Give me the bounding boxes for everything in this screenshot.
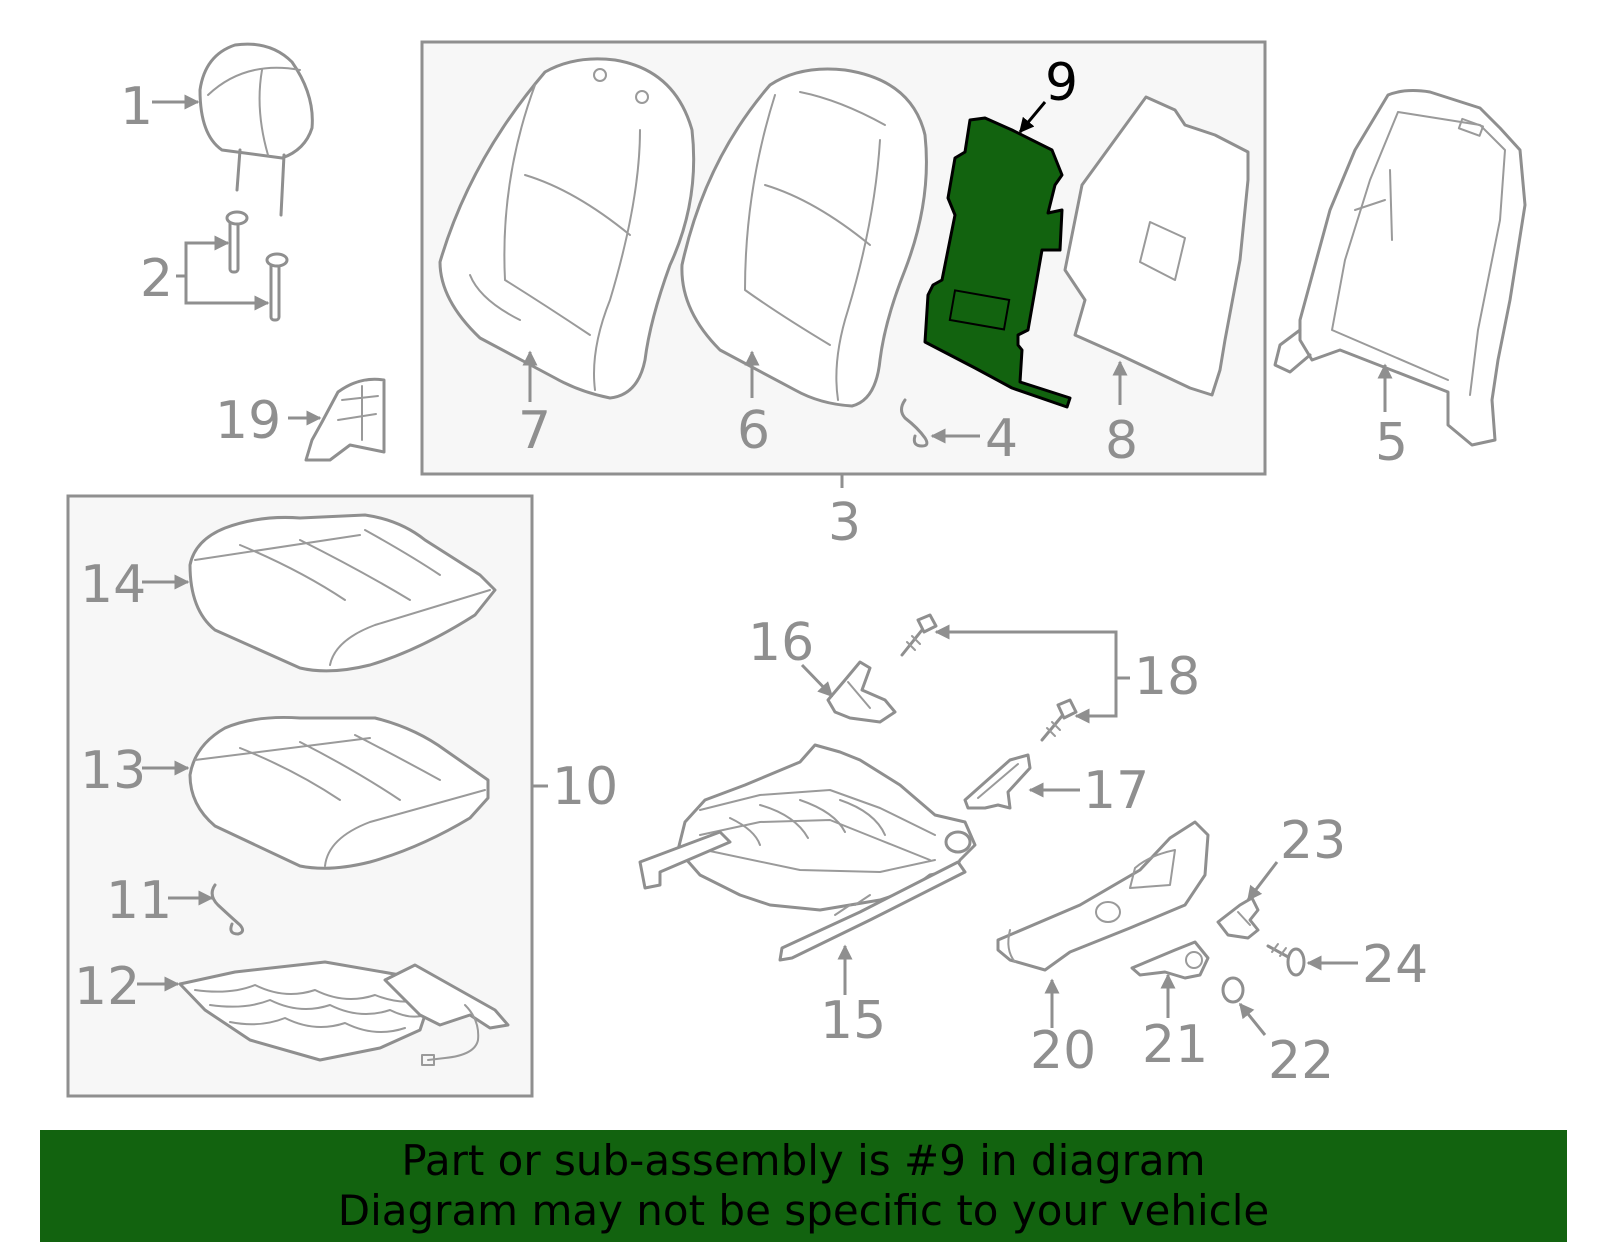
part-15-seat-frame[interactable] bbox=[638, 743, 977, 962]
part-20-side-shield[interactable] bbox=[996, 820, 1210, 972]
part-9-seatback-board[interactable] bbox=[923, 116, 1072, 409]
part-17-cover[interactable] bbox=[963, 753, 1032, 810]
callout-3: 3 bbox=[828, 493, 861, 553]
callout-7: 7 bbox=[518, 401, 551, 461]
leader-22 bbox=[1238, 1002, 1267, 1036]
part-2-headrest-guide[interactable] bbox=[225, 210, 289, 322]
part-19-bracket[interactable] bbox=[304, 377, 386, 462]
part-11-clip[interactable] bbox=[210, 883, 245, 936]
part-13-cushion-pad[interactable] bbox=[188, 715, 490, 870]
part-23-clip[interactable] bbox=[1216, 896, 1260, 940]
callout-10: 10 bbox=[552, 757, 618, 817]
callout-9: 9 bbox=[1045, 53, 1078, 113]
leader-2b bbox=[184, 276, 270, 311]
leader-2 bbox=[176, 235, 230, 278]
callout-8: 8 bbox=[1105, 411, 1138, 471]
banner-line-2: Diagram may not be specific to your vehi… bbox=[337, 1186, 1270, 1235]
callout-1: 1 bbox=[120, 77, 153, 137]
callout-13: 13 bbox=[80, 741, 146, 801]
banner-line-1: Part or sub-assembly is #9 in diagram bbox=[401, 1136, 1206, 1185]
part-18-bolt[interactable] bbox=[900, 613, 1078, 742]
part-12-heater-mat[interactable] bbox=[178, 960, 510, 1066]
callout-4: 4 bbox=[985, 409, 1018, 469]
part-24-screw[interactable] bbox=[1266, 943, 1306, 977]
part-16-bracket[interactable] bbox=[826, 660, 897, 724]
callout-23: 23 bbox=[1280, 811, 1346, 871]
callout-2: 2 bbox=[140, 249, 173, 309]
part-21-lever[interactable] bbox=[1130, 940, 1210, 980]
part-7-seatback-cover[interactable] bbox=[438, 57, 696, 400]
callout-6: 6 bbox=[737, 401, 770, 461]
leader-9 bbox=[1018, 101, 1047, 134]
callout-16: 16 bbox=[748, 613, 814, 673]
callout-19: 19 bbox=[215, 391, 281, 451]
part-14-cushion-cover[interactable] bbox=[188, 513, 497, 673]
part-5-seatback-frame[interactable] bbox=[1273, 89, 1527, 447]
info-banner: Part or sub-assembly is #9 in diagram Di… bbox=[40, 1130, 1567, 1242]
callout-5: 5 bbox=[1375, 413, 1408, 473]
callout-20: 20 bbox=[1030, 1021, 1096, 1081]
part-8-back-panel[interactable] bbox=[1063, 95, 1250, 397]
callout-11: 11 bbox=[106, 871, 172, 931]
part-1-headrest[interactable] bbox=[198, 42, 314, 217]
leader-18 bbox=[934, 624, 1130, 680]
callout-17: 17 bbox=[1083, 761, 1149, 821]
leader-16 bbox=[800, 663, 834, 698]
callout-22: 22 bbox=[1268, 1031, 1334, 1091]
callout-14: 14 bbox=[80, 555, 146, 615]
callout-15: 15 bbox=[820, 991, 886, 1051]
leader-23 bbox=[1246, 861, 1279, 902]
callout-21: 21 bbox=[1142, 1015, 1208, 1075]
callout-18: 18 bbox=[1134, 647, 1200, 707]
part-4-clip[interactable] bbox=[900, 398, 929, 448]
part-6-seatback-pad[interactable] bbox=[680, 67, 928, 408]
part-22-washer[interactable] bbox=[1221, 976, 1245, 1004]
leader-18b bbox=[1074, 678, 1118, 724]
callout-12: 12 bbox=[74, 957, 140, 1017]
callout-24: 24 bbox=[1362, 935, 1428, 995]
